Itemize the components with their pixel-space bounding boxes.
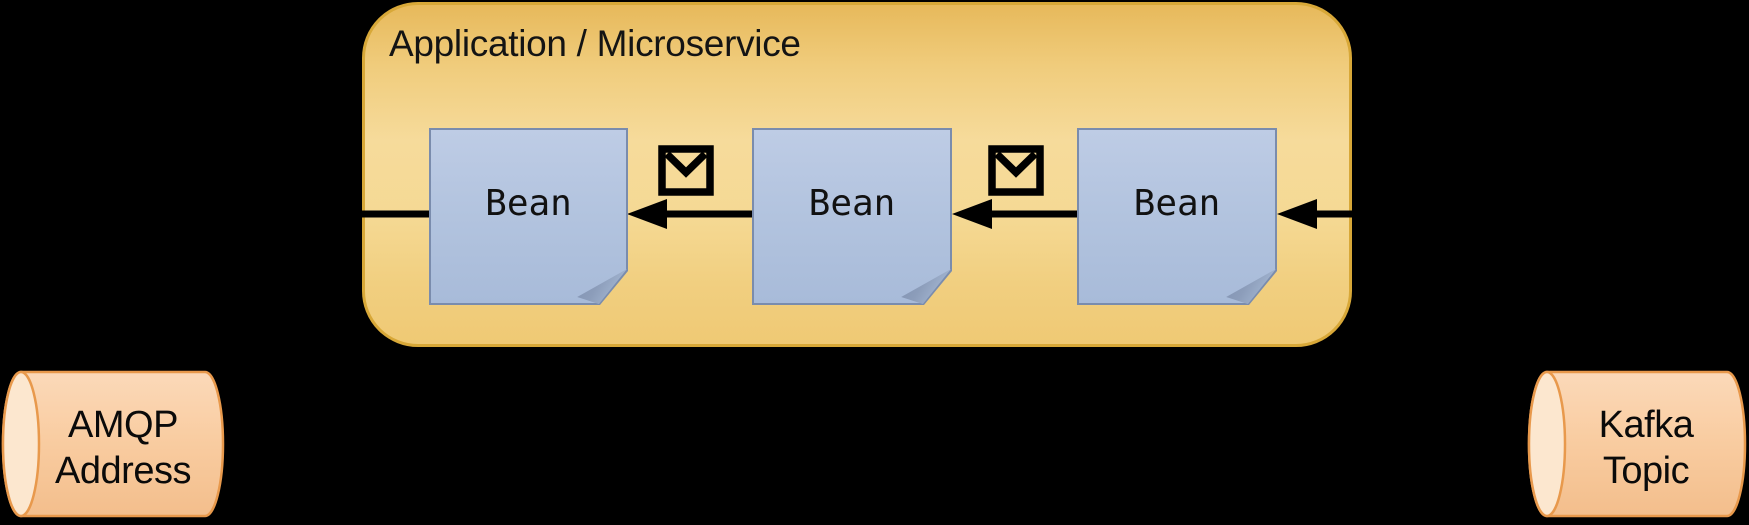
amqp-label-line1: AMQP [68,404,178,446]
bean-page-shape [754,130,950,303]
application-title: Application / Microservice [389,23,801,64]
bean-label: Bean [1133,183,1221,224]
arrow-bean3-to-bean2 [952,199,1077,229]
amqp-cylinder [1,370,225,518]
arrow-bean1-to-amqp [224,199,429,229]
message-envelope-icon [658,145,714,196]
bean-label: Bean [485,183,572,224]
kafka-label-line1: Kafka [1598,404,1694,446]
bean-node-1: Bean [429,128,628,305]
amqp-cylinder-label: AMQP Address [23,402,223,494]
arrow-kafka-to-bean3 [1277,199,1547,229]
bean-page-shape [431,130,626,303]
message-envelope-icon [988,145,1044,196]
kafka-cylinder [1527,370,1747,518]
kafka-cylinder-label: Kafka Topic [1546,402,1746,494]
bean-node-2: Bean [752,128,952,305]
bean-label: Bean [808,183,896,224]
kafka-label-line2: Topic [1602,450,1690,492]
amqp-label-line2: Address [55,450,191,492]
bean-page-shape [1079,130,1275,303]
arrow-bean2-to-bean1 [627,199,752,229]
bean-node-3: Bean [1077,128,1277,305]
